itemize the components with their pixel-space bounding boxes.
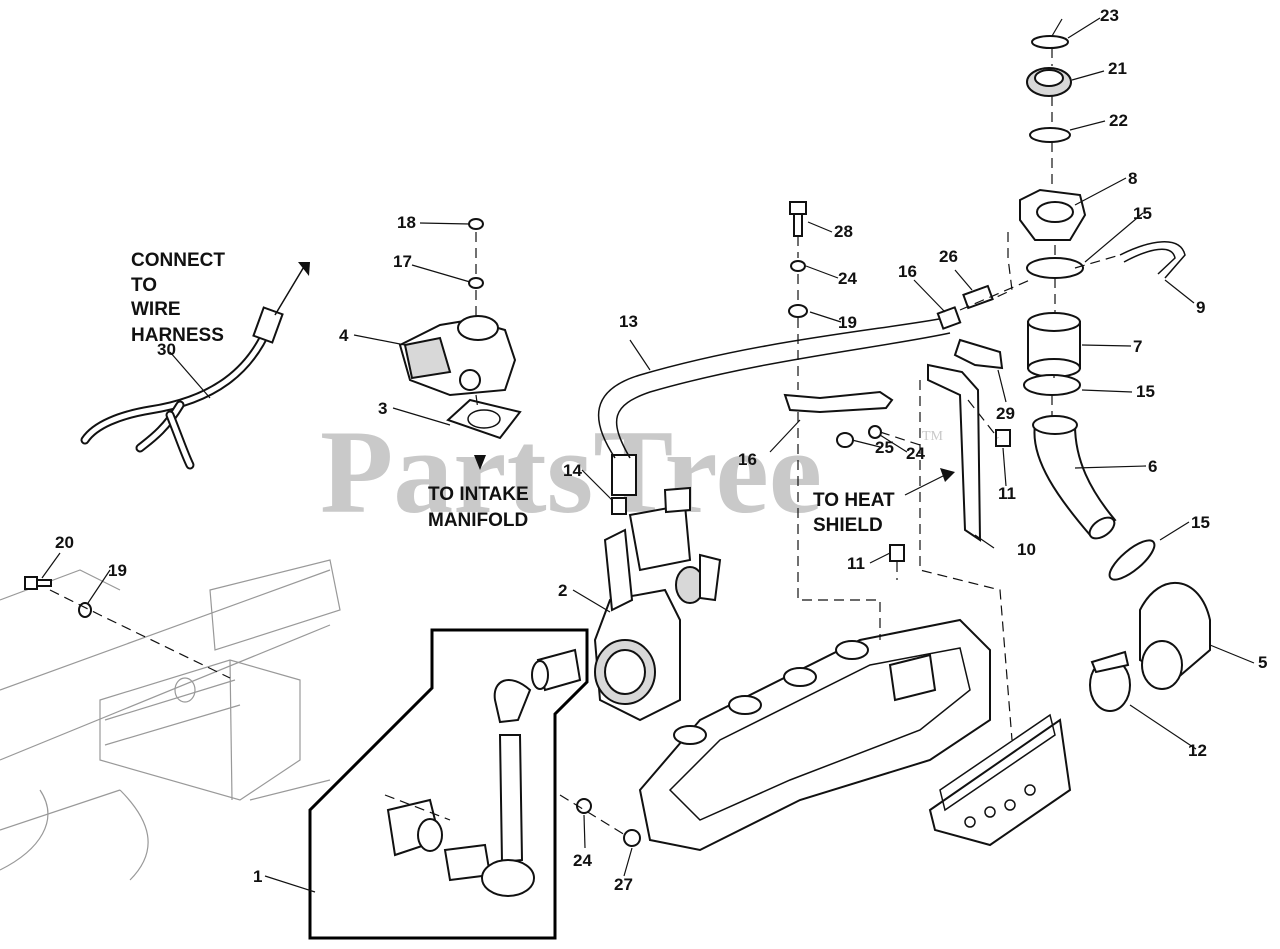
washer-24-mid	[868, 425, 882, 439]
intake-arrow-icon	[474, 455, 486, 470]
callout-23: 23	[1100, 6, 1119, 25]
callout-14: 14	[563, 461, 582, 480]
clamp-15-top	[1026, 257, 1084, 279]
regulator-assembly	[593, 454, 722, 722]
fitting-14	[611, 497, 627, 515]
callout-11-upper: 11	[998, 484, 1016, 503]
alignment-lines	[49, 48, 1121, 836]
callout-10: 10	[1017, 540, 1036, 559]
callout-21: 21	[1108, 59, 1127, 78]
bolt-11-upper	[995, 429, 1011, 447]
callout-27: 27	[614, 875, 633, 894]
callout-19-top: 19	[838, 313, 857, 332]
callout-1: 1	[253, 867, 262, 886]
washer-18	[468, 218, 484, 230]
bracket-10	[927, 363, 982, 542]
callout-3: 3	[378, 399, 387, 418]
callout-8: 8	[1128, 169, 1137, 188]
callout-29: 29	[996, 404, 1015, 423]
note-connect-line3: WIRE	[131, 299, 181, 320]
callout-19-left: 19	[108, 561, 127, 580]
watermark-tm: TM	[922, 429, 944, 444]
nut-27	[623, 829, 641, 847]
callout-28: 28	[834, 222, 853, 241]
heat-shield-plate	[928, 713, 1072, 847]
note-intake-line2: MANIFOLD	[428, 510, 528, 531]
callout-11-lower: 11	[847, 554, 865, 573]
callout-24-mid: 24	[906, 444, 925, 463]
nut-25	[836, 432, 854, 448]
elbow-5	[1139, 582, 1211, 690]
note-to-heat-shield: TO HEAT SHIELD	[813, 468, 955, 536]
note-heat-line2: SHIELD	[813, 515, 883, 536]
o-ring-22	[1029, 127, 1071, 143]
hose-7	[1027, 312, 1081, 378]
callout-24-top: 24	[838, 269, 857, 288]
note-connect-line4: HARNESS	[131, 325, 224, 346]
nut-17	[468, 277, 484, 289]
seal-21	[1026, 67, 1072, 97]
callout-24-low: 24	[573, 851, 592, 870]
fitting-16	[936, 306, 962, 330]
callout-18: 18	[397, 213, 416, 232]
wire-harness-30	[80, 262, 310, 470]
callout-2: 2	[558, 581, 567, 600]
callout-17: 17	[393, 252, 412, 271]
note-intake-line1: TO INTAKE	[428, 484, 529, 505]
elbow-6	[1032, 415, 1117, 540]
callout-25: 25	[875, 438, 894, 457]
fitting-26	[962, 284, 994, 310]
watermark: PartsTree TM	[320, 405, 944, 538]
bolt-28	[789, 201, 807, 237]
note-connect-wire-harness: CONNECT TO WIRE HARNESS	[131, 250, 225, 346]
callout-13: 13	[619, 312, 638, 331]
inset-part-1	[308, 628, 589, 940]
cover-bosses	[673, 640, 937, 745]
callout-20: 20	[55, 533, 74, 552]
throttle-body-4	[398, 315, 517, 397]
callout-22: 22	[1109, 111, 1128, 130]
callout-15-low: 15	[1191, 513, 1210, 532]
hose-9	[1119, 241, 1186, 279]
watermark-text: PartsTree	[320, 405, 822, 538]
callout-9: 9	[1196, 298, 1205, 317]
hose-13	[597, 317, 951, 459]
callout-15-mid: 15	[1136, 382, 1155, 401]
washer-19-top	[788, 304, 808, 318]
callout-16-left: 16	[738, 450, 757, 469]
callout-15-top: 15	[1133, 204, 1152, 223]
bracket-29	[953, 338, 1004, 370]
bolt-11-lower	[889, 544, 905, 562]
note-heat-line1: TO HEAT	[813, 490, 895, 511]
clamp-15-low	[1108, 539, 1156, 581]
valve-cover	[638, 618, 991, 852]
callout-6: 6	[1148, 457, 1157, 476]
callout-30: 30	[157, 340, 176, 359]
callout-5: 5	[1258, 653, 1267, 672]
nut-24-top	[790, 260, 806, 272]
frame-rail	[0, 559, 341, 881]
bracket-16	[783, 390, 894, 414]
callout-26: 26	[939, 247, 958, 266]
note-connect-line2: TO	[131, 275, 157, 296]
callout-numbers: 1 2 3 4 5 6 7 8 9 10 11 11 12 13 14 15 1…	[55, 6, 1267, 894]
leader-lines	[41, 17, 1255, 893]
heat-arrow-icon	[940, 468, 955, 482]
gasket-3	[446, 398, 522, 440]
note-connect-line1: CONNECT	[131, 250, 225, 271]
o-ring-23	[1031, 35, 1069, 49]
callout-7: 7	[1133, 337, 1142, 356]
clamp-12	[1089, 650, 1131, 712]
callout-16-right: 16	[898, 262, 917, 281]
callout-4: 4	[339, 326, 349, 345]
callout-12: 12	[1188, 741, 1207, 760]
note-to-intake-manifold: TO INTAKE MANIFOLD	[428, 455, 529, 531]
screw-20	[24, 576, 52, 590]
adapter-8	[1019, 188, 1087, 241]
clamp-15-mid	[1023, 374, 1081, 396]
